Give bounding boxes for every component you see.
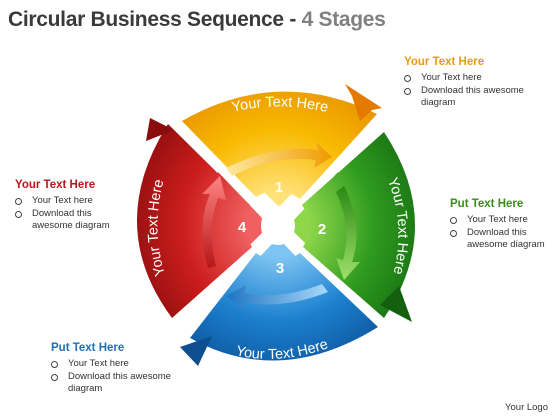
title-main: Circular Business Sequence - <box>8 8 302 31</box>
inner-arrow-1 <box>226 142 332 176</box>
bullet-icon <box>450 229 457 237</box>
callout-right-title: Put Text Here <box>450 198 524 210</box>
bullet-icon <box>450 217 457 224</box>
inner-arrow-2 <box>336 186 360 280</box>
segment-4-number: 4 <box>238 219 247 236</box>
callout-bottom-left: Put Text Here Your Text here Download th… <box>51 342 172 396</box>
segment-2-tail-arrow <box>380 286 412 322</box>
callout-right: Put Text Here Your Text here Download th… <box>450 198 560 252</box>
segment-3-wedge <box>190 253 378 361</box>
list-item: Download this awesome diagram <box>15 208 132 233</box>
segment-2-wedge <box>302 132 415 318</box>
list-item: Your Text here <box>450 214 560 227</box>
callout-top-right-title: Your Text Here <box>404 56 485 68</box>
callout-left-title: Your Text Here <box>15 179 96 191</box>
segment-1-tail-arrow <box>345 84 382 121</box>
callout-top-right: Your Text Here Your Text here Download t… <box>404 56 525 110</box>
inner-arrow-4 <box>202 176 226 268</box>
segment-4-tail-arrow <box>146 118 174 141</box>
segment-2-inner <box>294 172 347 276</box>
inner-arrow-3 <box>226 284 328 311</box>
bullet-icon <box>404 87 411 95</box>
segment-4-label: Your Text Here <box>145 178 168 278</box>
segment-2-number: 2 <box>318 221 326 238</box>
segment-3-number: 3 <box>276 260 284 277</box>
list-item: Download this awesome diagram <box>404 85 525 110</box>
svg-text:Your Text Here: Your Text Here <box>145 178 168 278</box>
bullet-icon <box>51 361 58 368</box>
segment-1-label: Your Text Here <box>230 94 329 116</box>
callout-left: Your Text Here Your Text here Download t… <box>15 179 132 233</box>
list-item: Download this awesome diagram <box>51 371 172 396</box>
segment-1-number: 1 <box>275 179 283 196</box>
bullet-icon <box>15 210 22 218</box>
page-title: Circular Business Sequence - 4 Stages <box>8 8 386 32</box>
title-stages: 4 Stages <box>301 8 386 31</box>
list-item: Your Text here <box>404 72 525 85</box>
segment-1-wedge <box>182 91 377 199</box>
callout-bottom-left-title: Put Text Here <box>51 342 125 354</box>
bullet-icon <box>15 198 22 205</box>
bullet-icon <box>51 373 58 381</box>
segment-3-tail-arrow <box>180 336 212 366</box>
segment-3-inner <box>230 244 326 297</box>
logo-text: Your Logo <box>505 402 548 413</box>
list-item: Your Text here <box>51 358 172 371</box>
list-item: Download this awesome diagram <box>450 227 560 252</box>
list-item: Your Text here <box>15 195 132 208</box>
svg-text:Your Text Here: Your Text Here <box>230 94 329 116</box>
bullet-icon <box>404 75 411 82</box>
